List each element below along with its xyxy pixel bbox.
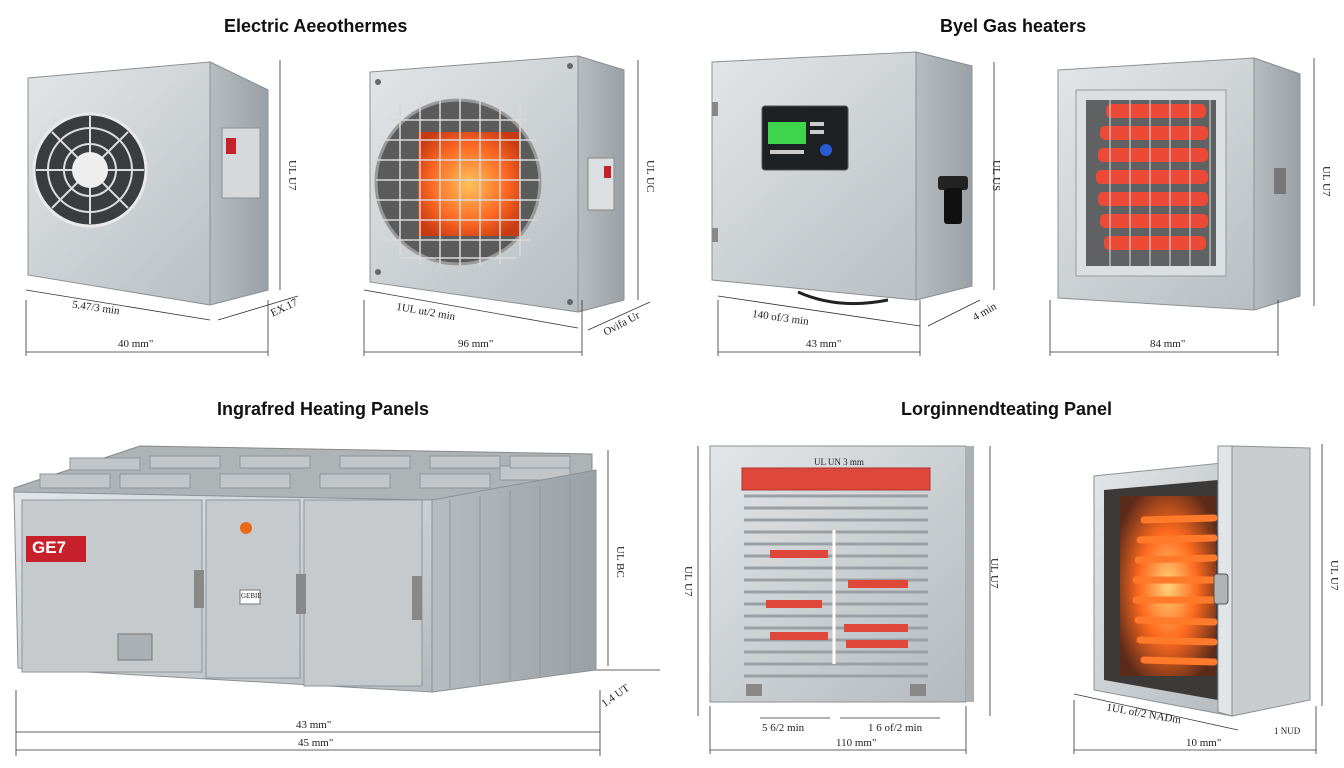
grid-heater-width-label: 96 mm" xyxy=(458,338,494,350)
radiant-panel-dims xyxy=(697,446,991,754)
radiant-panel-depth-b-label: 1 6 of/2 min xyxy=(868,722,923,734)
fan-heater-dims xyxy=(25,60,299,356)
title-long-panel: Lorginnendteating Panel xyxy=(901,399,1113,419)
red-element-dims xyxy=(1049,58,1315,356)
red-element-unit xyxy=(1057,57,1301,311)
industrial-brand-label: GE7 xyxy=(32,538,67,557)
industrial-height-label: UL BC xyxy=(614,546,626,578)
radiant-panel-top-label: UL UN 3 mm xyxy=(814,457,864,467)
control-cabinet-width-label: 43 mm" xyxy=(806,338,842,350)
title-electric: Electric Aeeothermes xyxy=(224,16,408,36)
industrial-warning-label: GEBIE xyxy=(241,592,262,600)
fan-heater-height-label: UL U7 xyxy=(286,160,298,191)
title-infrared: Ingrafred Heating Panels xyxy=(217,399,430,419)
radiant-panel-left-label: UL U7 xyxy=(682,566,694,597)
red-element-width-label: 84 mm" xyxy=(1150,338,1186,350)
industrial-width-b-label: 45 mm" xyxy=(298,737,334,749)
industrial-unit-dims xyxy=(15,450,660,756)
door-panel-unit xyxy=(1093,445,1311,717)
radiant-panel-right-label: UL U7 xyxy=(988,558,1000,589)
red-element-height-label: UL U7 xyxy=(1320,166,1332,197)
control-cabinet-dims xyxy=(717,62,995,356)
door-panel-dims xyxy=(1073,444,1323,754)
control-cabinet-unit xyxy=(711,51,973,306)
fan-heater-width-label: 40 mm" xyxy=(118,338,154,350)
title-gas: Byel Gas heaters xyxy=(940,16,1087,36)
industrial-width-a-label: 43 mm" xyxy=(296,719,332,731)
door-panel-height-label: UL U7 xyxy=(1328,560,1340,591)
grid-heater-height-label: UL UC xyxy=(644,160,656,193)
grid-heater-unit xyxy=(369,55,625,313)
radiant-panel-width-label: 110 mm" xyxy=(836,737,877,749)
control-cabinet-height-label: UL US xyxy=(990,160,1002,192)
door-panel-side-label: 1 NUD xyxy=(1274,726,1301,736)
door-panel-width-label: 10 mm" xyxy=(1186,737,1222,749)
fan-heater-unit xyxy=(27,61,269,306)
radiant-panel-depth-a-label: 5 6/2 min xyxy=(762,722,805,734)
grid-heater-dims xyxy=(363,60,651,356)
radiant-panel-unit xyxy=(709,445,974,703)
industrial-unit xyxy=(13,445,597,693)
